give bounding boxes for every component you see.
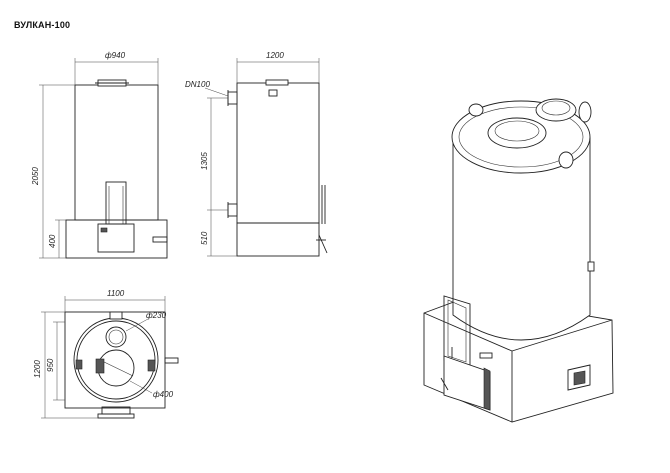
side-width-label: 1200 [266, 51, 284, 60]
flange-label: DN100 [185, 80, 210, 89]
side-lower-label: 510 [200, 231, 209, 245]
top-view [41, 296, 179, 419]
side-view [204, 58, 328, 257]
side-upper-label: 1305 [200, 152, 209, 170]
top-inner-label: 950 [46, 358, 55, 372]
large-diameter-label: ф400 [153, 390, 174, 399]
drawing-title: ВУЛКАН-100 [14, 20, 71, 30]
isometric-view [423, 98, 614, 423]
top-depth-label: 1200 [33, 360, 42, 378]
front-diameter-label: ф940 [105, 51, 126, 60]
front-base-label: 400 [48, 234, 57, 248]
front-view [39, 58, 168, 259]
front-height-label: 2050 [31, 167, 40, 186]
top-width-label: 1100 [107, 289, 125, 298]
small-diameter-label: ф230 [146, 311, 167, 320]
